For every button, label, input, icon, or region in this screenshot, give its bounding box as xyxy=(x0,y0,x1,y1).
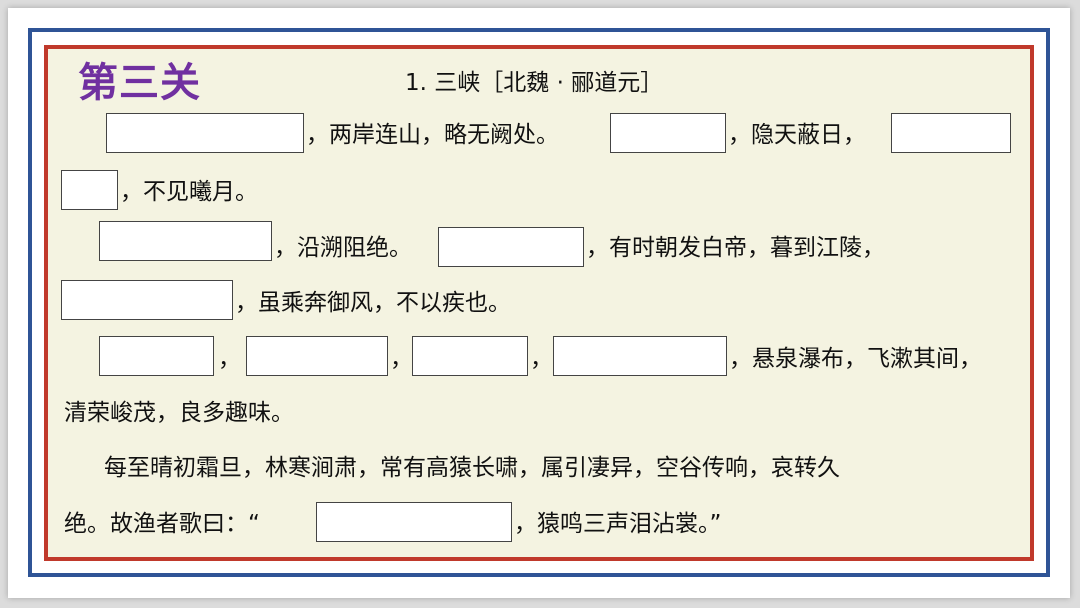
para3-text-2: 清荣峻茂，良多趣味。 xyxy=(64,400,294,426)
comma-1: ， xyxy=(218,346,241,372)
para2-text-2: ，有时朝发白帝，暮到江陵， xyxy=(586,235,885,261)
para4-line-1: 每至晴初霜旦，林寒涧肃，常有高猿长啸，属引凄异，空谷传响，哀转久 xyxy=(104,455,840,481)
para3-text-1: ，悬泉瀑布，飞漱其间， xyxy=(729,346,982,372)
blank-input-3[interactable] xyxy=(891,113,1011,153)
blank-input-6[interactable] xyxy=(438,227,584,267)
para1-text-3: ，不见曦月。 xyxy=(120,179,258,205)
blank-input-10[interactable] xyxy=(412,336,528,376)
para4-line-2: 绝。故渔者歌曰：“ xyxy=(64,511,260,537)
blank-input-1[interactable] xyxy=(106,113,304,153)
level-title: 第三关 xyxy=(78,60,201,106)
blank-input-11[interactable] xyxy=(553,336,727,376)
blank-input-8[interactable] xyxy=(99,336,214,376)
para4-text-2: ，猿鸣三声泪沾裳。” xyxy=(514,511,722,537)
comma-3: ， xyxy=(530,346,553,372)
text-title: 1. 三峡［北魏 · 郦道元］ xyxy=(405,70,664,96)
blank-input-4[interactable] xyxy=(61,170,118,210)
para2-text-1: ，沿溯阻绝。 xyxy=(274,235,412,261)
blank-input-2[interactable] xyxy=(610,113,726,153)
blank-input-5[interactable] xyxy=(99,221,272,261)
para2-text-3: ，虽乘奔御风，不以疾也。 xyxy=(235,290,511,316)
blank-input-7[interactable] xyxy=(61,280,233,320)
para1-text-1: ，两岸连山，略无阙处。 xyxy=(306,122,559,148)
blank-input-9[interactable] xyxy=(246,336,388,376)
comma-2: ， xyxy=(390,346,413,372)
blank-input-12[interactable] xyxy=(316,502,512,542)
outer-border xyxy=(28,28,1050,577)
para1-text-2: ，隐天蔽日， xyxy=(728,122,866,148)
